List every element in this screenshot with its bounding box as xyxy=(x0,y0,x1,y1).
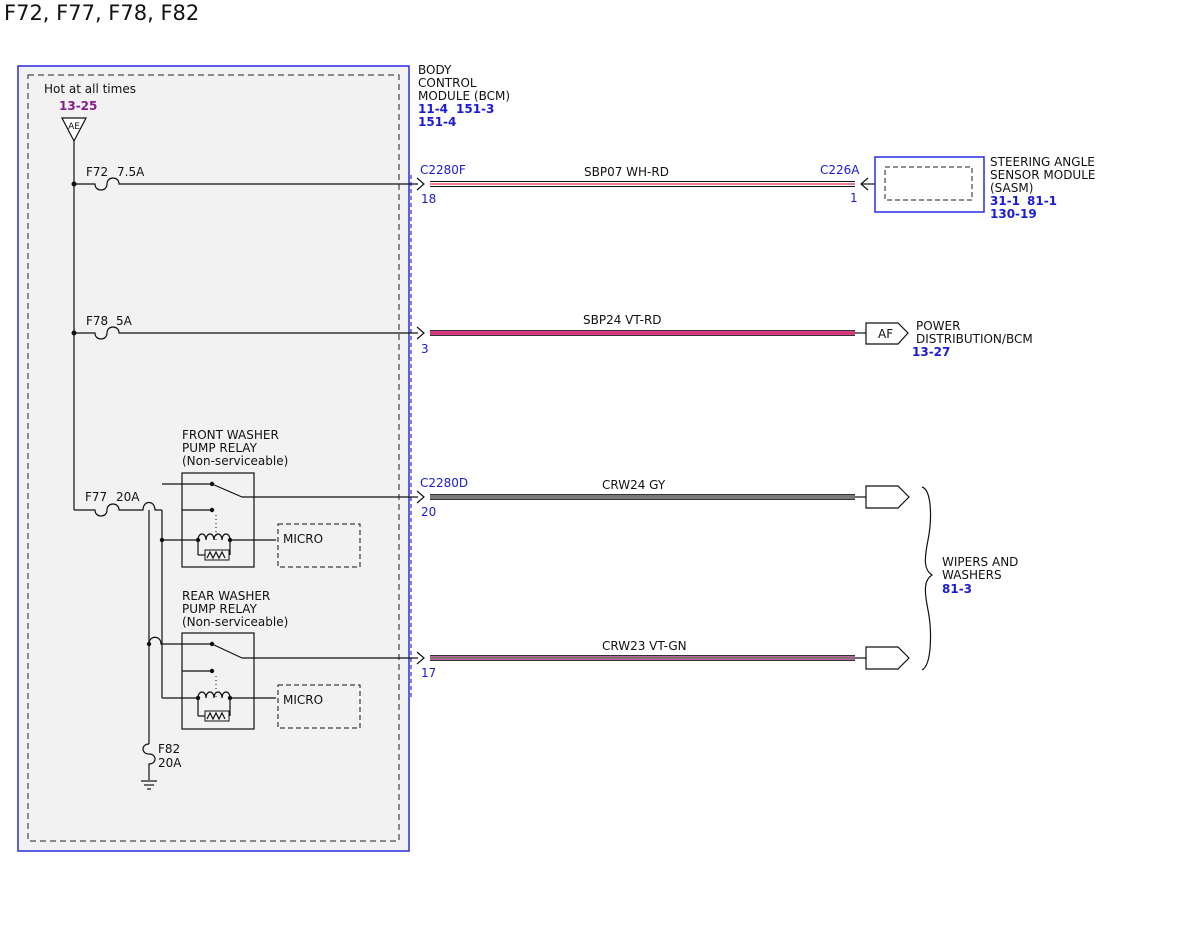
front-relay-coil xyxy=(197,533,231,541)
connector-af-icon xyxy=(865,322,909,345)
power-dist-label-2: DISTRIBUTION/BCM xyxy=(916,332,1033,346)
sasm-ref-link[interactable]: 130-19 xyxy=(990,207,1037,221)
connector-arrow-icon xyxy=(416,326,425,340)
fuse-box-outline xyxy=(17,65,410,852)
bcm-ref-link[interactable]: 151-4 xyxy=(418,115,456,129)
connector-arrow-icon xyxy=(860,177,869,191)
page-title: F72, F77, F78, F82 xyxy=(4,1,199,25)
fuse-f78-wire xyxy=(74,326,418,340)
fuse-f82-name: F82 xyxy=(158,742,180,756)
fuse-f82-wire xyxy=(142,743,156,780)
fuse-f72-name: F72 xyxy=(86,165,108,179)
wipers-label-1: WIPERS AND xyxy=(942,555,1018,569)
pin-20: 20 xyxy=(421,505,436,519)
connector-af-label: AF xyxy=(878,327,893,341)
sasm-label-1: STEERING ANGLE xyxy=(990,155,1095,169)
wire-sbp24-label: SBP24 VT-RD xyxy=(583,313,662,327)
pin-17: 17 xyxy=(421,666,436,680)
ground-icon xyxy=(141,780,157,790)
fuse-f82-rating: 20A xyxy=(158,756,182,770)
rear-relay-label-3: (Non-serviceable) xyxy=(182,615,288,629)
sasm-module-box xyxy=(874,156,985,213)
rear-micro-label: MICRO xyxy=(283,693,323,707)
wire-sbp07-label: SBP07 WH-RD xyxy=(584,165,669,179)
fuse-f78-name: F78 xyxy=(86,314,108,328)
rear-relay-label-2: PUMP RELAY xyxy=(182,602,258,616)
rear-micro-box xyxy=(277,684,361,729)
fuse-f78-rating: 5A xyxy=(116,314,133,328)
sasm-ref-link[interactable]: 31-1 xyxy=(990,194,1020,208)
sasm-ref-link[interactable]: 81-1 xyxy=(1027,194,1057,208)
connector-c226a: C226A xyxy=(820,163,860,177)
hot-ref-link[interactable]: 13-25 xyxy=(59,99,97,113)
bcm-label-2: CONTROL xyxy=(418,76,477,90)
sasm-label-3: (SASM) xyxy=(990,181,1033,195)
hot-label: Hot at all times xyxy=(44,82,136,96)
wipers-label-2: WASHERS xyxy=(942,568,1002,582)
pin-18: 18 xyxy=(421,192,436,206)
brace-icon xyxy=(921,486,934,671)
bcm-ref-link[interactable]: 151-3 xyxy=(456,102,494,116)
fuse-f72-wire xyxy=(74,177,418,191)
fuse-f77-rating: 20A xyxy=(116,490,140,504)
front-relay-label-3: (Non-serviceable) xyxy=(182,454,288,468)
rear-relay-label-1: REAR WASHER xyxy=(182,589,270,603)
front-micro-box xyxy=(277,523,361,568)
bcm-ref-link[interactable]: 11-4 xyxy=(418,102,448,116)
connector-ae-label: AE xyxy=(68,122,80,132)
power-dist-label-1: POWER xyxy=(916,319,960,333)
bcm-label-1: BODY xyxy=(418,63,452,77)
fuse-box-inner-outline xyxy=(27,74,400,842)
connector-c2280f: C2280F xyxy=(420,163,466,177)
connector-end-icon xyxy=(865,646,910,670)
connector-arrow-icon xyxy=(416,490,425,504)
power-dist-ref-link[interactable]: 13-27 xyxy=(912,345,950,359)
rear-relay-coil xyxy=(197,691,231,699)
rear-relay-box xyxy=(181,632,255,730)
rear-relay-switch xyxy=(211,643,243,659)
front-relay-switch xyxy=(211,483,243,498)
sasm-label-2: SENSOR MODULE xyxy=(990,168,1095,182)
front-relay-label-1: FRONT WASHER xyxy=(182,428,279,442)
fuse-f77-name: F77 xyxy=(85,490,107,504)
pin-1: 1 xyxy=(850,191,858,205)
front-relay-label-2: PUMP RELAY xyxy=(182,441,258,455)
connector-end-icon xyxy=(865,485,910,509)
wire-crw24-label: CRW24 GY xyxy=(602,478,666,492)
wipers-ref-link[interactable]: 81-3 xyxy=(942,582,972,596)
bcm-label-3: MODULE (BCM) xyxy=(418,89,510,103)
wire-crw23-label: CRW23 VT-GN xyxy=(602,639,687,653)
rear-relay-contact-wire xyxy=(148,636,212,645)
front-relay-box xyxy=(181,472,255,568)
connector-arrow-icon xyxy=(416,651,425,665)
front-micro-label: MICRO xyxy=(283,532,323,546)
connector-arrow-icon xyxy=(416,177,425,191)
sasm-inner-box xyxy=(884,166,973,201)
fuse-f72-rating: 7.5A xyxy=(117,165,145,179)
connector-c2280d: C2280D xyxy=(420,476,468,490)
fuse-f77-wire xyxy=(74,501,162,517)
pin-3: 3 xyxy=(421,342,429,356)
connector-ae-icon xyxy=(61,117,87,143)
